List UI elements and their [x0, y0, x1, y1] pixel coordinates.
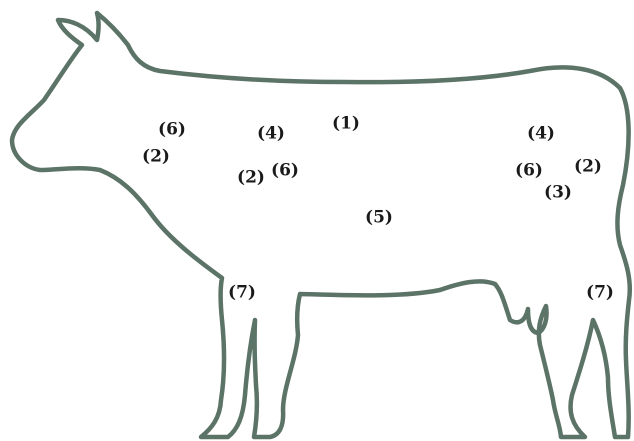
marker-2-neck: (2) [142, 149, 170, 166]
marker-2-hindquarter: (2) [574, 159, 602, 176]
marker-4-forequarter: (4) [257, 126, 285, 143]
marker-7-rear-leg: (7) [586, 285, 614, 302]
cow-silhouette-outline [12, 13, 630, 437]
marker-6-neck: (6) [158, 122, 186, 139]
marker-6-hindquarter: (6) [515, 163, 543, 180]
marker-3-hindquarter: (3) [544, 185, 572, 202]
marker-2-forequarter: (2) [237, 170, 265, 187]
marker-4-hindquarter: (4) [527, 126, 555, 143]
marker-6-forequarter: (6) [271, 163, 299, 180]
marker-1-back: (1) [332, 116, 360, 133]
marker-7-front-leg: (7) [228, 285, 256, 302]
marker-5-belly: (5) [365, 210, 393, 227]
